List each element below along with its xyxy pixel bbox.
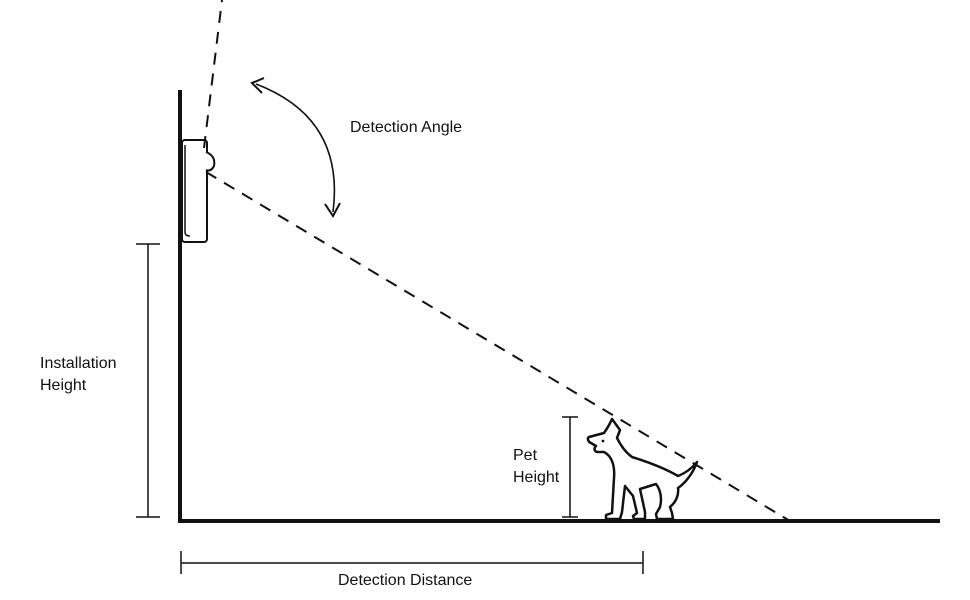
- installation-height-label-line1: Installation: [40, 355, 117, 372]
- detection-angle-label: Detection Angle: [350, 119, 463, 136]
- pet-height-dimension: [562, 416, 578, 518]
- installation-height-dimension: [136, 243, 160, 518]
- dog-icon: [586, 417, 699, 521]
- detection-angle-arc: [250, 77, 341, 218]
- installation-height-label-line2: Height: [40, 377, 87, 394]
- upper-detection-boundary: [203, 0, 223, 149]
- installation-height-label: Installation Height: [40, 353, 117, 397]
- pet-height-label-line2: Height: [513, 469, 560, 486]
- lower-detection-boundary: [205, 171, 791, 522]
- pet-height-label-line1: Pet: [513, 447, 538, 464]
- detection-distance-label: Detection Distance: [338, 572, 473, 589]
- pet-height-label: Pet Height: [513, 445, 559, 489]
- motion-sensor: [181, 139, 216, 243]
- detection-distance-dimension: [180, 551, 644, 574]
